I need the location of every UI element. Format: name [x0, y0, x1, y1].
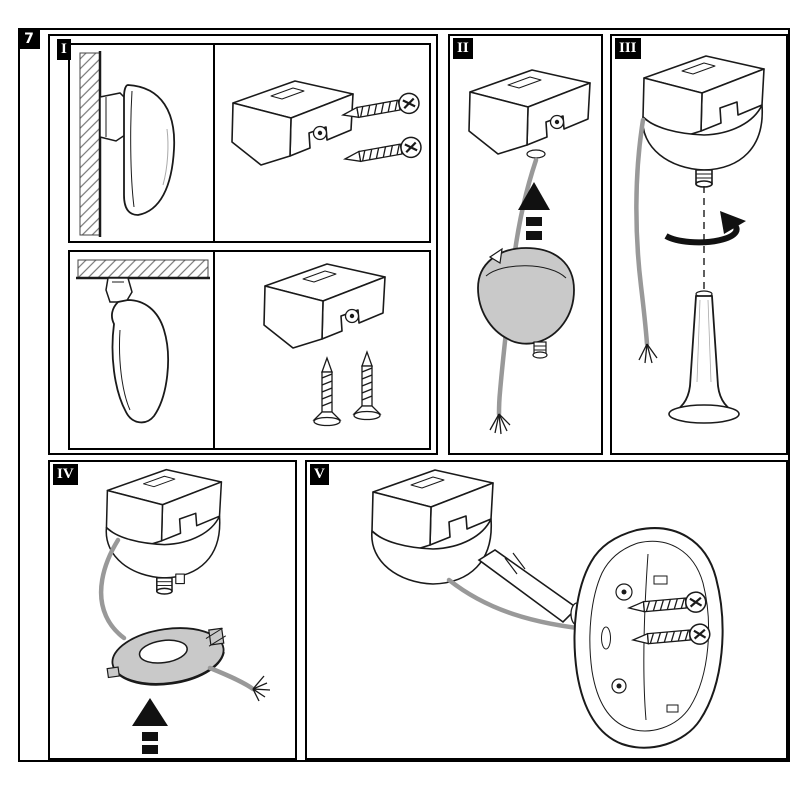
detector-side-view: [123, 84, 176, 216]
up-arrow-icon: [132, 698, 168, 754]
frayed-wire-end: [489, 413, 511, 435]
illustration-screw-on-spike: [634, 55, 765, 424]
illustration-bracket-ceiling-screws: [263, 263, 386, 427]
panel-III: III: [610, 34, 788, 455]
illustration-ceiling-mount: [76, 259, 210, 424]
panel-III-label: III: [615, 38, 641, 59]
mounting-bracket: [231, 80, 354, 166]
panel-IV-label: IV: [53, 464, 78, 485]
illustration-adapter-ring: [98, 468, 271, 754]
figure-7-frame: 7 I: [18, 28, 790, 762]
screw-icon: [353, 351, 381, 421]
panel-II-label: II: [453, 38, 473, 59]
ground-spike: [668, 290, 740, 424]
decorative-cover: [477, 247, 575, 359]
substep-ceiling-side-view: [68, 250, 215, 450]
substep-wall-bracket-screws: [213, 43, 431, 243]
up-arrow-icon: [518, 182, 550, 240]
adapter-ring: [106, 627, 227, 686]
screw-icon: [342, 134, 424, 170]
panel-V-label: V: [310, 464, 329, 485]
panel-IV: IV: [48, 460, 297, 760]
ceiling-section: [76, 259, 210, 280]
illustration-attach-cover: [468, 69, 591, 435]
bracket-arm: [477, 549, 584, 626]
figure-number-badge: 7: [18, 28, 40, 49]
wire: [634, 117, 658, 364]
substep-ceiling-bracket-screws: [213, 250, 431, 450]
panel-II: II: [448, 34, 603, 455]
mounting-bracket: [468, 69, 591, 159]
wall-section: [79, 51, 102, 237]
detector-unit: [371, 469, 494, 585]
panel-I-label: I: [57, 39, 71, 60]
panel-V: V: [305, 460, 788, 760]
detector-side-view: [111, 299, 169, 424]
illustration-fasten-to-detector: [371, 469, 724, 749]
mounting-bracket: [263, 263, 386, 349]
illustration-bracket-wall-screws: [231, 80, 424, 170]
substep-wall-side-view: [68, 43, 215, 243]
illustration-wall-mount: [79, 51, 176, 237]
detector-unit: [642, 55, 765, 188]
rotate-arrow-icon: [664, 211, 746, 246]
wire: [207, 665, 271, 702]
detector-unit: [105, 468, 223, 595]
screw-icon: [313, 357, 341, 427]
wire: [98, 537, 127, 641]
panel-I: I: [48, 34, 438, 455]
frayed-wire-end: [638, 343, 658, 364]
frayed-wire-end: [252, 675, 271, 702]
mounting-bracket: [105, 277, 133, 303]
